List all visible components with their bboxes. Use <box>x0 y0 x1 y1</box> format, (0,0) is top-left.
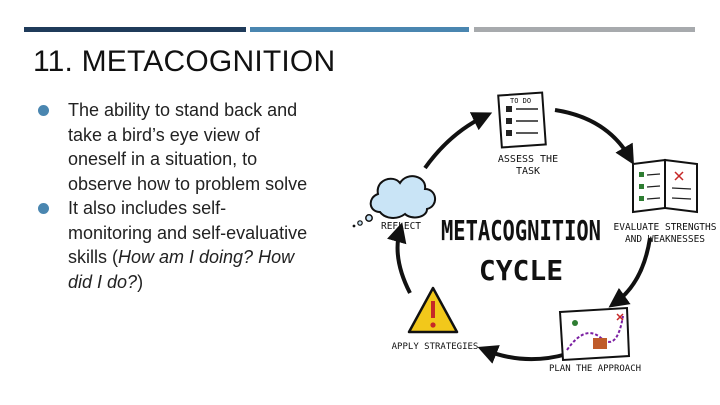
evaluate-label-line2: AND WEAKNESSES <box>625 234 705 245</box>
bullet-item: It also includes self-monitoring and sel… <box>38 196 308 294</box>
plan-label: PLAN THE APPROACH <box>549 364 641 374</box>
evaluate-label-line1: EVALUATE STRENGTHS <box>614 222 717 233</box>
slide-title: 11. METACOGNITION <box>33 45 336 78</box>
top-accent-bar-blue <box>250 27 469 32</box>
todo-list-icon <box>497 91 547 149</box>
bullet-text: The ability to stand back and take a bir… <box>68 100 308 194</box>
cycle-arrow-top-left <box>423 112 493 170</box>
center-title-line2: CYCLE <box>479 254 563 287</box>
warning-sign-icon <box>407 286 459 334</box>
cycle-arrow-right <box>608 237 652 308</box>
bullet-italic-text: How am I doing? How did I do? <box>68 247 295 292</box>
todo-label: TO DO <box>510 97 531 105</box>
cycle-arrow-bottom <box>477 345 568 364</box>
cycle-arrow-left <box>387 222 412 294</box>
assess-label-line1: ASSESS THE <box>498 154 558 165</box>
cycle-arrow-top-right <box>554 108 634 165</box>
bullet-item: The ability to stand back and take a bir… <box>38 98 308 196</box>
thought-cloud-icon <box>352 175 436 228</box>
metacognition-cycle-diagram: METACOGNITION CYCLE TO DO ASSESS THE TAS… <box>352 91 717 374</box>
bullet-text: It also includes self-monitoring and sel… <box>68 198 308 267</box>
reflect-label: REFLECT <box>381 221 421 232</box>
bullet-text-end: ) <box>137 271 144 292</box>
map-route-icon <box>558 306 631 362</box>
top-accent-bar-dark <box>24 27 246 32</box>
bullet-list: The ability to stand back and take a bir… <box>38 98 308 294</box>
center-title-line1: METACOGNITION <box>441 214 601 247</box>
apply-label: APPLY STRATEGIES <box>392 342 479 352</box>
assess-label-line2: TASK <box>516 166 540 177</box>
top-accent-bar-gray <box>474 27 695 32</box>
bullet-dot-icon <box>38 105 49 116</box>
bullet-dot-icon <box>38 203 49 214</box>
open-book-icon <box>632 158 698 214</box>
